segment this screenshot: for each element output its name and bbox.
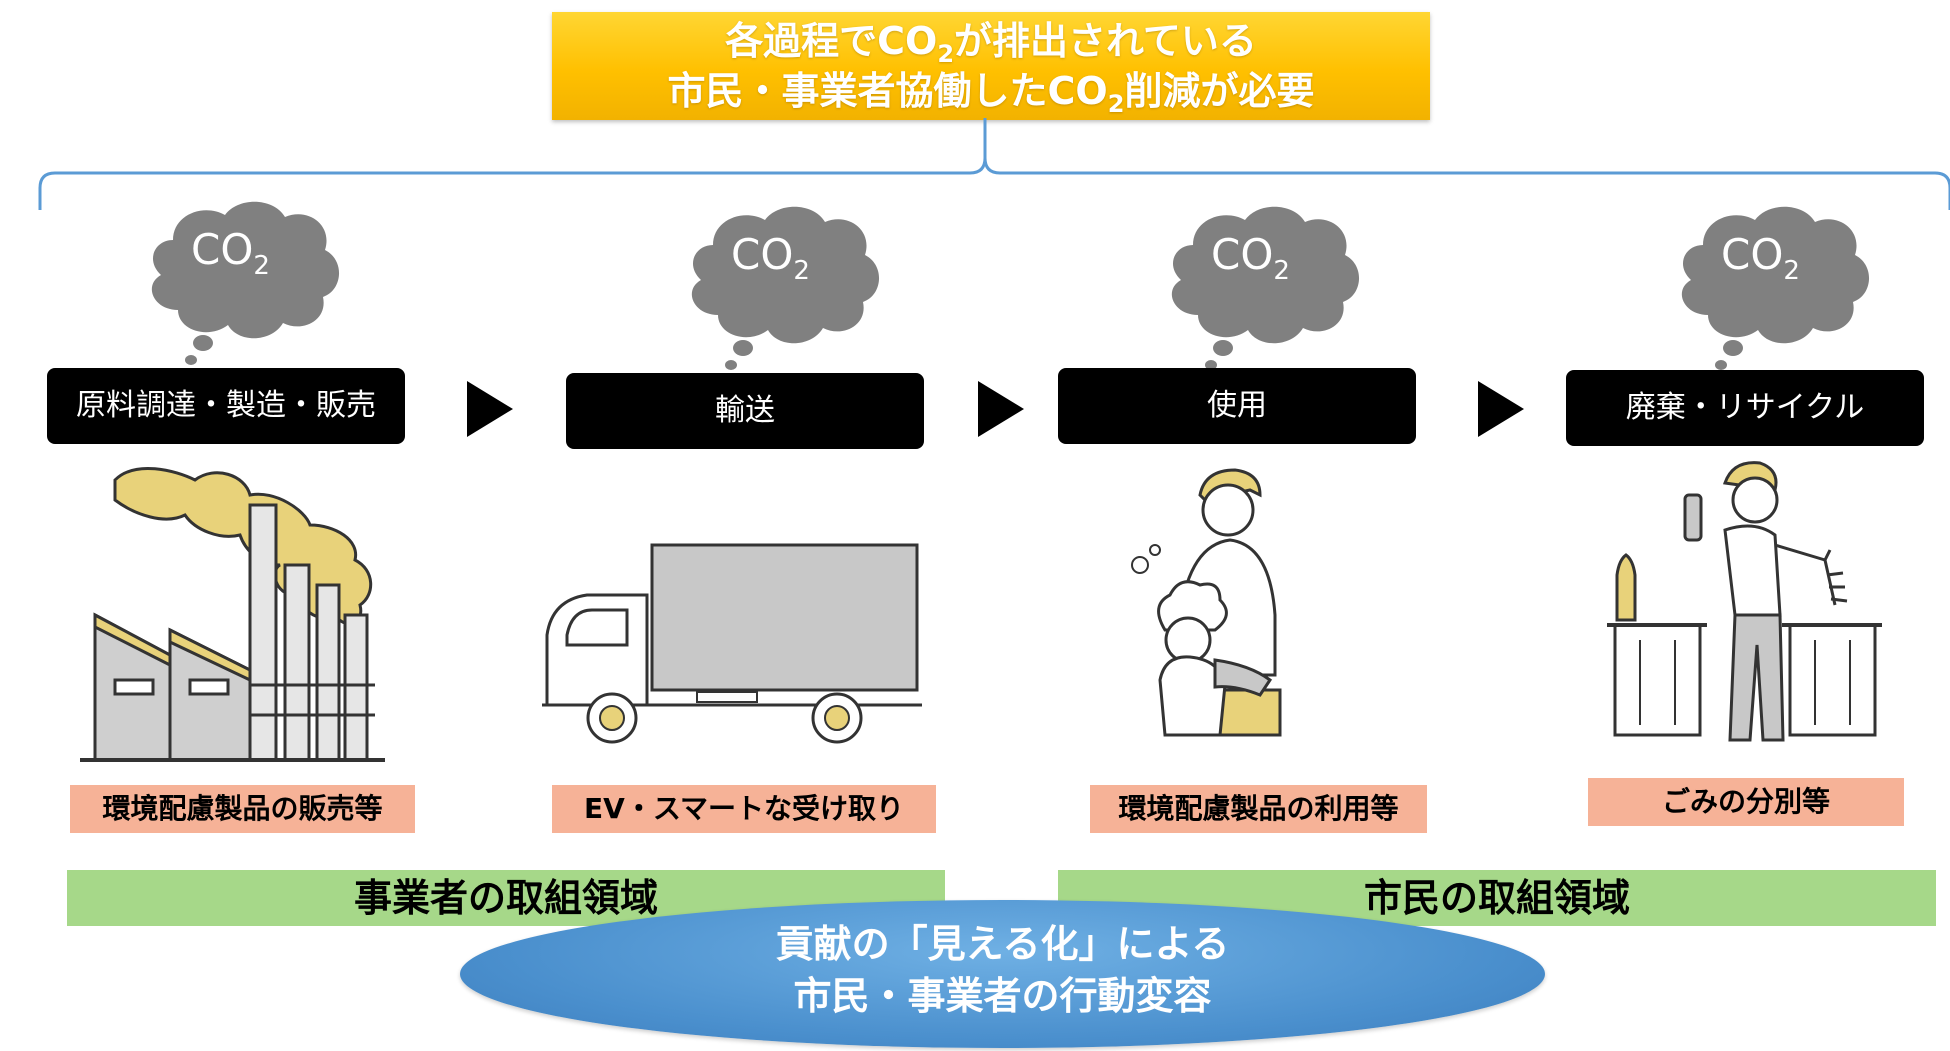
action-label-disposal: ごみの分別等 (1588, 778, 1904, 826)
truck-icon (542, 543, 922, 744)
bathing-icon (1131, 468, 1282, 737)
recycling-icon (1607, 461, 1882, 742)
stage-box-transport: 輸送 (566, 373, 924, 449)
action-label-transport: EV・スマートな受け取り (552, 785, 936, 833)
top-banner: 各過程でCO2が排出されている 市民・事業者協働したCO2削減が必要 (552, 12, 1430, 120)
co2-cloud-icon-1: CO2 (133, 195, 348, 365)
banner-line-2: 市民・事業者協働したCO2削減が必要 (667, 69, 1315, 118)
co2-label: CO2 (191, 225, 270, 281)
co2-label: CO2 (1211, 230, 1290, 286)
co2-cloud-icon-3: CO2 (1153, 200, 1368, 370)
stage-box-disposal: 廃棄・リサイクル (1566, 370, 1924, 446)
action-label-use: 環境配慮製品の利用等 (1090, 785, 1427, 833)
conclusion-ellipse (460, 900, 1545, 1048)
co2-cloud-icon-4: CO2 (1663, 200, 1878, 370)
stage-box-use: 使用 (1058, 368, 1416, 444)
banner-line-1: 各過程でCO2が排出されている (725, 19, 1257, 68)
arrow-right-icon (978, 381, 1024, 437)
arrow-right-icon (467, 381, 513, 437)
stage-box-production: 原料調達・製造・販売 (47, 368, 405, 444)
conclusion-text: 貢献の「見える化」による 市民・事業者の行動変容 (460, 918, 1545, 1022)
co2-cloud-icon-2: CO2 (673, 200, 888, 370)
factory-icon (80, 466, 385, 762)
co2-label: CO2 (731, 230, 810, 286)
action-label-production: 環境配慮製品の販売等 (70, 785, 415, 833)
brace-connector (38, 118, 1950, 210)
conclusion-line-2: 市民・事業者の行動変容 (793, 974, 1212, 1018)
conclusion-line-1: 貢献の「見える化」による (775, 922, 1230, 966)
arrow-right-icon (1478, 381, 1524, 437)
co2-label: CO2 (1721, 230, 1800, 286)
